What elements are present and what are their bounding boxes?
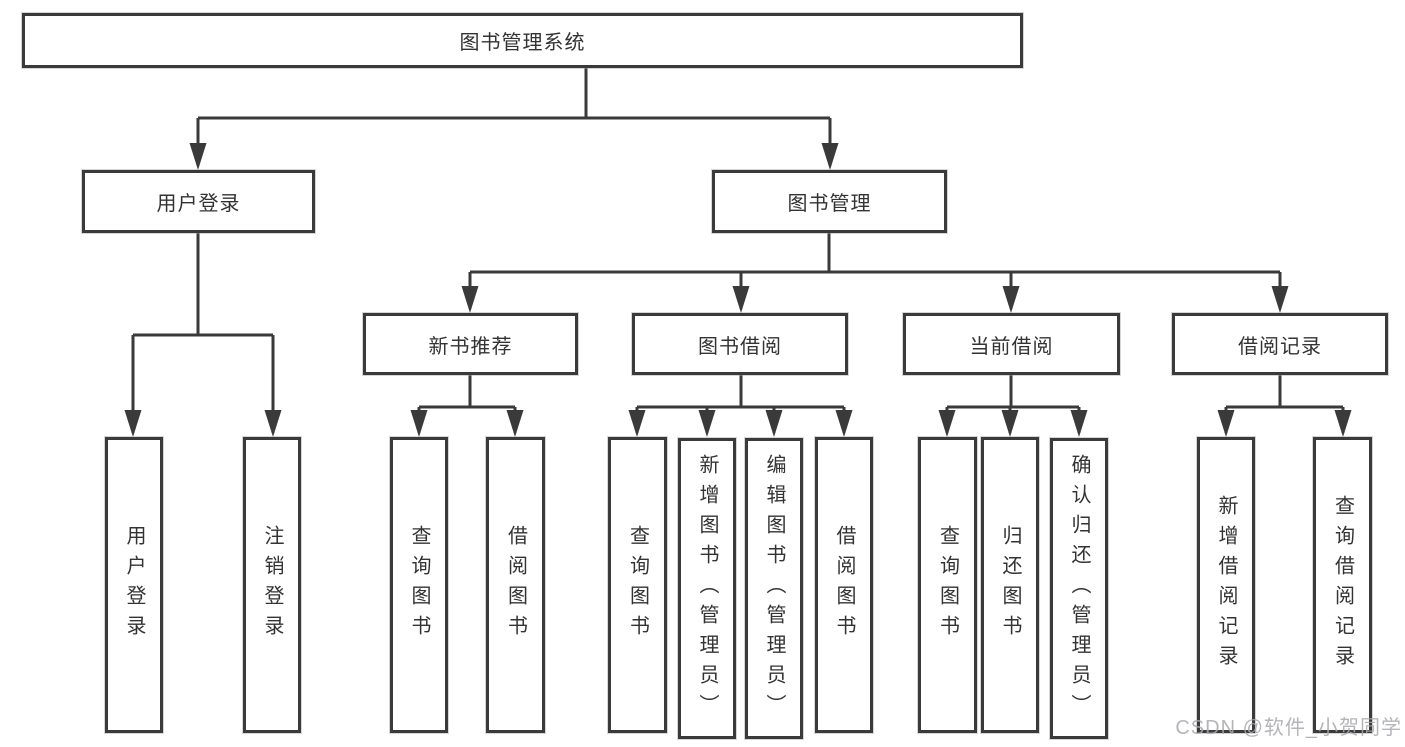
node-query-books-1: 查询图书 (390, 437, 448, 733)
node-user-login: 用户登录 (82, 170, 315, 233)
arrowhead (765, 410, 783, 437)
node-label: 查询图书 (936, 525, 959, 645)
node-label: 当前借阅 (969, 335, 1054, 358)
arrowhead (410, 410, 428, 437)
connector-borrowrecords-to-leaves (1224, 375, 1345, 433)
node-label: 确认归还（管理员） (1068, 453, 1090, 724)
arrowhead (628, 410, 646, 437)
node-label: 新增借阅记录 (1215, 495, 1237, 675)
connector-bookmgmt-to-level3 (468, 233, 1282, 309)
node-return-book: 归还图书 (981, 437, 1039, 733)
arrowhead (506, 410, 524, 437)
node-label: 借阅图书 (833, 525, 855, 645)
node-current-borrowing: 当前借阅 (903, 313, 1120, 375)
arrowhead (1001, 410, 1019, 437)
node-user-login-leaf: 用户登录 (105, 437, 163, 733)
node-borrowing-records: 借阅记录 (1172, 313, 1388, 375)
connector-bookborrow-to-leaves (635, 375, 846, 433)
arrowhead (835, 410, 853, 437)
arrowhead (264, 410, 282, 437)
node-label: 借阅图书 (504, 525, 527, 645)
arrowhead (732, 286, 750, 313)
node-library-system: 图书管理系统 (22, 13, 1023, 68)
arrowhead (938, 410, 956, 437)
arrowhead (1334, 410, 1352, 437)
node-new-book-recommend: 新书推荐 (363, 313, 578, 375)
node-label: 图书管理系统 (459, 32, 586, 54)
node-label: 编辑图书（管理员） (763, 453, 785, 724)
node-label: 注销登录 (261, 525, 283, 645)
node-confirm-return-admin: 确认归还（管理员） (1050, 438, 1108, 739)
node-label: 用户登录 (123, 525, 145, 645)
node-label: 图书管理 (787, 193, 872, 215)
node-borrow-books-1: 借阅图书 (486, 437, 545, 733)
node-book-management: 图书管理 (712, 170, 947, 233)
connector-newbook-to-leaves (417, 375, 517, 433)
node-add-borrow-record: 新增借阅记录 (1197, 437, 1255, 733)
node-query-books-2: 查询图书 (608, 437, 667, 733)
arrowhead (698, 410, 716, 437)
node-logout: 注销登录 (243, 437, 301, 733)
node-label: 新书推荐 (428, 335, 513, 358)
arrowhead (461, 286, 479, 313)
node-query-borrow-record: 查询借阅记录 (1313, 437, 1372, 733)
node-add-book-admin: 新增图书（管理员） (678, 438, 736, 739)
node-query-books-3: 查询图书 (918, 437, 977, 733)
node-label: 新增图书（管理员） (696, 453, 718, 724)
node-label: 用户登录 (156, 193, 241, 215)
arrowhead (189, 143, 207, 170)
arrowhead (124, 410, 142, 437)
node-label: 查询借阅记录 (1331, 495, 1354, 675)
arrowhead (1271, 286, 1289, 313)
node-book-borrowing: 图书借阅 (632, 313, 848, 375)
node-label: 借阅记录 (1238, 335, 1322, 358)
connector-userlogin-to-leaves (131, 233, 275, 433)
connector-root-to-level2 (196, 66, 832, 166)
node-label: 图书借阅 (698, 335, 782, 358)
node-label: 归还图书 (999, 525, 1021, 645)
watermark: CSDN @软件_小贺同学 (1175, 717, 1402, 739)
arrowhead (1217, 410, 1235, 437)
arrowhead (1002, 286, 1020, 313)
arrowhead (821, 143, 839, 170)
node-label: 查询图书 (408, 525, 430, 645)
node-label: 查询图书 (626, 525, 649, 645)
node-borrow-books-2: 借阅图书 (815, 437, 873, 733)
node-edit-book-admin: 编辑图书（管理员） (745, 438, 803, 739)
arrowhead (1070, 410, 1088, 437)
